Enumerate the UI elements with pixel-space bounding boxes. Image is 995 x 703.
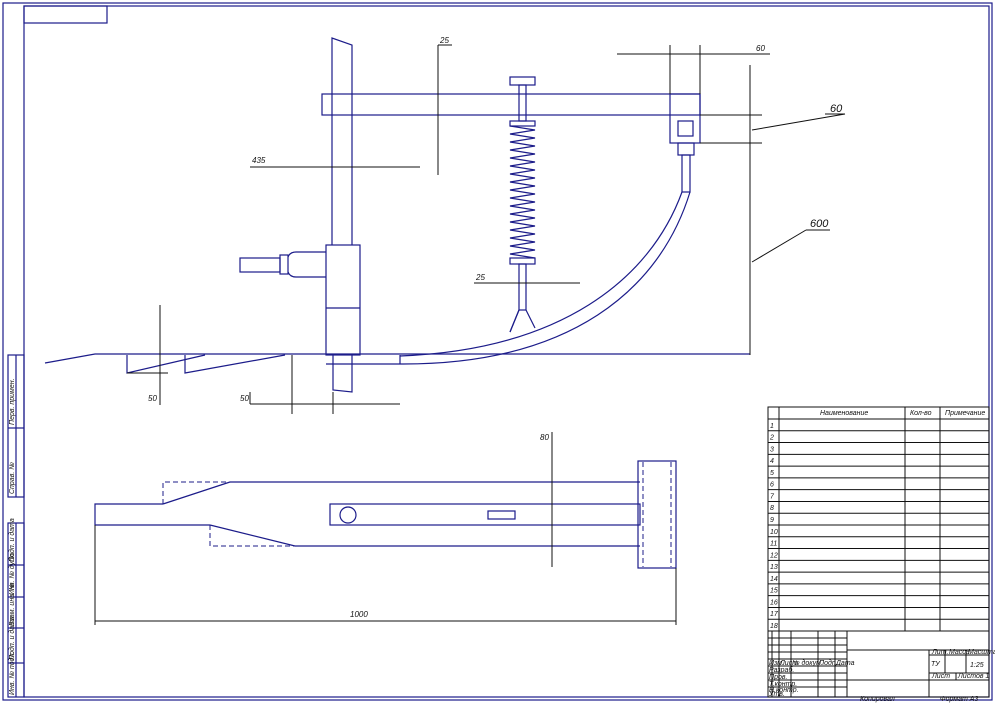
side-label: Подп. и дата	[8, 518, 16, 562]
dim-label: 50	[148, 394, 157, 403]
row-number: 14	[770, 576, 778, 583]
row-number: 6	[770, 482, 774, 489]
row-label: Утв.	[768, 691, 785, 698]
spec-table: Наименование Кол-во Примечание 123456789…	[767, 406, 990, 632]
dim-label: 1000	[350, 610, 368, 619]
side-label: Перв. примен.	[9, 378, 16, 425]
row-number: 12	[770, 552, 778, 559]
header-qty: Кол-во	[910, 410, 932, 417]
side-label: Справ. №	[9, 462, 16, 494]
row-label: Разраб.	[769, 666, 794, 674]
sheets-label: Листов 1	[957, 673, 989, 680]
row-number: 3	[770, 446, 774, 453]
dim-label: 60	[830, 103, 843, 115]
row-number: 4	[770, 458, 774, 465]
lit-label: Лит.	[931, 649, 948, 656]
side-label: Инв. № дубл.	[8, 552, 16, 595]
scale-label: Масштаб	[968, 648, 995, 656]
dim-label: 25	[475, 273, 485, 282]
dim-label: 600	[810, 218, 829, 230]
row-number: 8	[770, 505, 774, 512]
col-label: Дата	[835, 660, 855, 667]
row-label: Пров.	[769, 674, 788, 681]
col-label: Лист	[779, 660, 798, 667]
side-strip: Перв. примен. Справ. № Подп. и дата Инв.…	[7, 354, 25, 698]
lower-view: 80 1000	[94, 432, 677, 625]
dim-label: 80	[540, 433, 549, 442]
sheet-label: Лист	[931, 673, 950, 680]
format-label: Формат A3	[940, 696, 978, 703]
row-label: Т.контр.	[769, 681, 797, 688]
row-number: 16	[770, 599, 778, 606]
upper-view	[44, 37, 750, 393]
side-label: Взам. инв. №	[9, 582, 16, 626]
col-label: Подп.	[819, 659, 838, 667]
lit-value: ТУ	[931, 661, 941, 668]
upper-dimensions: 25 435 60 60 600 25 50 50	[127, 36, 846, 414]
header-note: Примечание	[945, 410, 985, 417]
row-number: 11	[770, 541, 777, 548]
row-number: 15	[770, 588, 778, 595]
dim-label: 435	[252, 156, 266, 165]
title-block: Изм. Лист № докум. Подп. Дата Разраб. Пр…	[767, 630, 995, 703]
col-label: № докум.	[792, 659, 823, 667]
row-number: 5	[770, 470, 774, 477]
drawing-frame	[23, 5, 990, 698]
row-number: 7	[770, 493, 775, 500]
copied-label: Копировал	[860, 696, 895, 703]
row-number: 9	[770, 517, 774, 524]
row-number: 10	[770, 529, 778, 536]
row-number: 13	[770, 564, 778, 571]
row-number: 17	[770, 611, 779, 618]
scale-value: 1:25	[970, 662, 984, 669]
dim-label: 60	[756, 44, 765, 53]
header-name: Наименование	[820, 410, 868, 417]
side-label: Инв. № подл.	[8, 652, 16, 695]
dim-label: 25	[439, 36, 449, 45]
col-label: Изм.	[769, 660, 784, 667]
row-label: Н.контр.	[769, 687, 799, 694]
row-number: 1	[770, 423, 774, 430]
top-left-box	[23, 5, 108, 24]
row-number: 18	[770, 623, 778, 630]
mass-label: Масса	[949, 649, 970, 656]
side-label: Подп. и дата	[8, 616, 16, 660]
dim-label: 50	[240, 394, 249, 403]
row-number: 2	[769, 435, 774, 442]
